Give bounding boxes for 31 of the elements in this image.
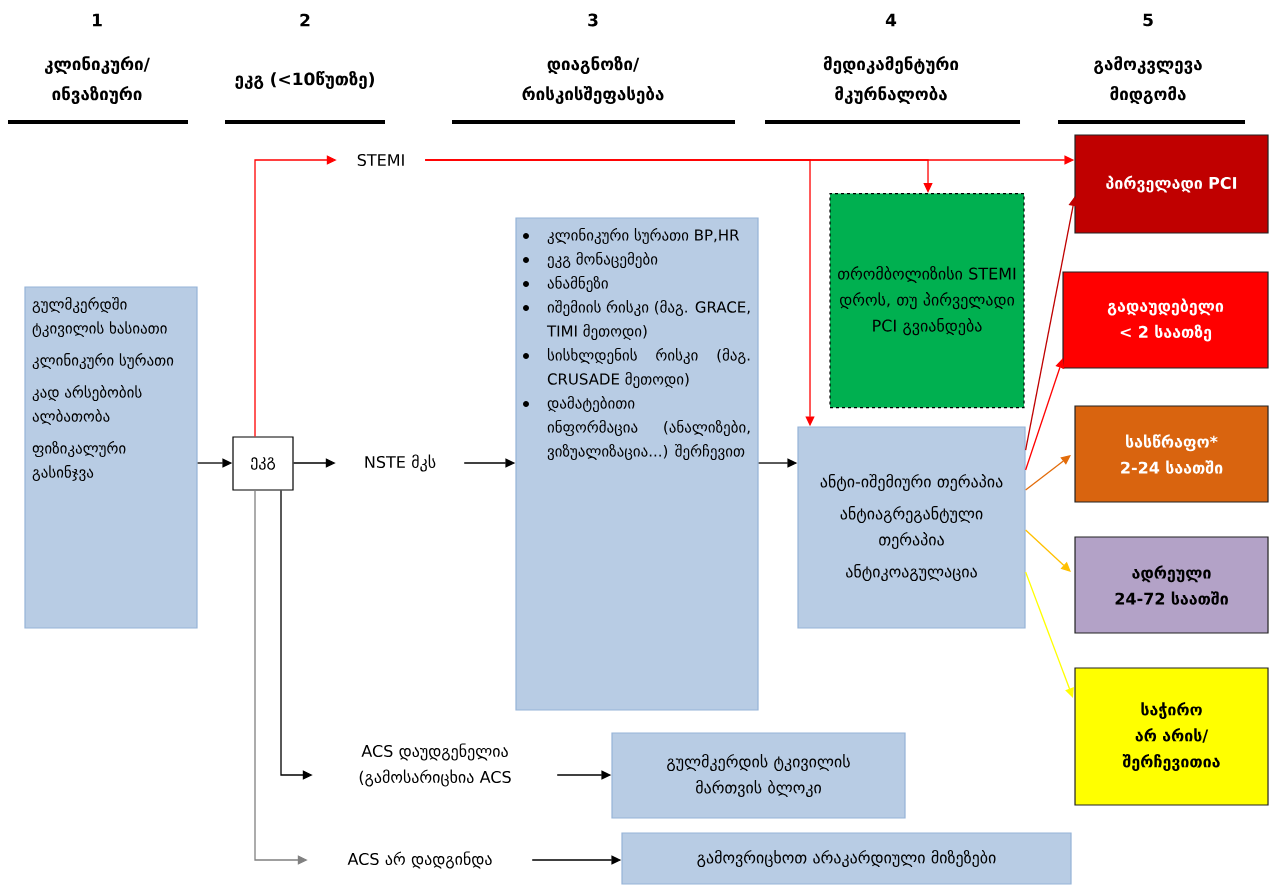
column-number: 4 <box>885 13 897 27</box>
strategy-box: გადაუდებელი < 2 საათზე <box>1062 271 1269 369</box>
node-label: ACS დაუდგენელია (გამოსარიცხია ACS <box>359 743 511 787</box>
arrow <box>1024 571 1074 698</box>
arrow <box>1024 196 1078 451</box>
process-box: გულმკერდის ტკივილის მართვის ბლოკი <box>611 732 906 819</box>
strategy-box: საჭირო არ არის/ შერჩევითია <box>1074 667 1269 806</box>
arrow <box>1024 358 1065 471</box>
info-box: გულმკერდში ტკივილის ხასიათი კლინიკური სურათი კად არსებობის ალბათობა ფიზიკალური გასინჯვა <box>24 286 198 629</box>
column-heading: კლინიკური/ ინვაზიური <box>44 56 150 104</box>
therapy-box: ანტი-იშემიური თერაპია ანტიაგრეგანტული თერაპია ანტიკოაგულაცია <box>797 426 1026 629</box>
node-label: NSTE მკს <box>365 454 436 472</box>
checklist-box: კლინიკური სურათი BP,HR ეკგ მონაცემები ანამნეზი იშემიის რისკი (მაგ. GRACE, TIMI მეთოდი) სისხლდენის რისკი (მაგ. CRUSADE მეთოდი) დამატებითი ინფორმაცია (ანალიზები, ვიზუალიზაცია...) შერჩევით <box>515 217 759 711</box>
ecg-box: ეკგ <box>232 436 294 491</box>
arrow <box>1024 455 1071 491</box>
process-box: გამოვრიცხოთ არაკარდიული მიზეზები <box>621 832 1072 885</box>
treatment-box: თრომბოლიზისი STEMI დროს, თუ პირველადი PCI გვიანდება <box>829 193 1025 409</box>
column-heading: მედიკამენტური მკურნალობა <box>823 56 959 104</box>
column-number: 1 <box>93 13 102 27</box>
column-heading: გამოკვლევა მიდგომა <box>1094 56 1202 104</box>
node-label: ACS არ დადგინდა <box>347 851 492 869</box>
column-number: 5 <box>1143 13 1153 27</box>
strategy-box: სასწრაფო* 2-24 საათში <box>1074 405 1269 503</box>
column-number: 2 <box>300 13 310 27</box>
strategy-box: ადრეული 24-72 საათში <box>1074 536 1269 634</box>
column-number: 3 <box>588 13 598 27</box>
node-label: STEMI <box>357 153 404 167</box>
column-heading: ეკგ (<10წუთზე) <box>235 71 374 89</box>
column-heading: დიაგნოზი/ რისკისშეფასება <box>522 56 664 104</box>
strategy-box: პირველადი PCI <box>1074 134 1269 234</box>
arrow <box>1024 529 1071 572</box>
